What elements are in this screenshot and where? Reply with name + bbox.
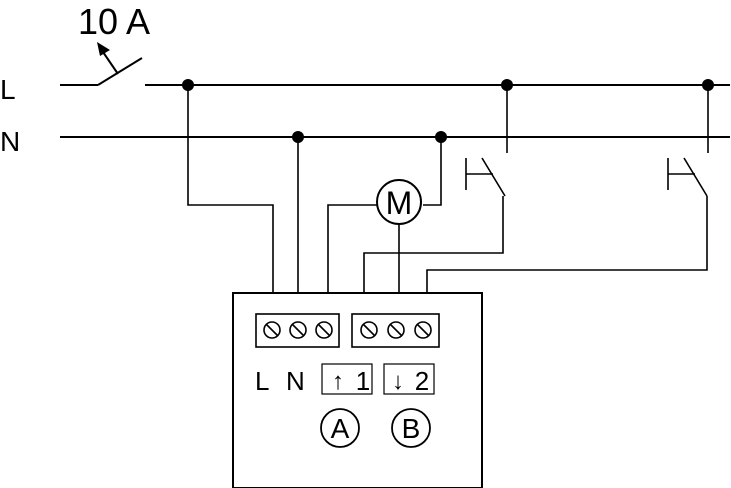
terminal-screw — [387, 321, 405, 339]
wire-motor-neutral — [423, 137, 442, 206]
terminal-screw — [289, 321, 307, 339]
live-line-label: L — [0, 74, 16, 105]
button-1-contact — [481, 157, 506, 197]
up-label-box — [321, 363, 373, 395]
terminal-screw — [315, 321, 333, 339]
button-1-actuator — [465, 158, 493, 190]
motor-symbol — [376, 179, 422, 225]
up-arrow-icon: ↑ — [332, 368, 344, 395]
terminal-label-l: L — [255, 366, 269, 396]
channel-b-circle — [391, 408, 431, 448]
channel-b-label: B — [402, 413, 421, 444]
wire-button-2 — [426, 196, 708, 293]
wire-motor-left — [327, 204, 377, 293]
breaker-rating: 10 A — [78, 1, 150, 42]
breaker-arrow-shaft — [102, 51, 119, 75]
wire-button-1 — [363, 196, 504, 293]
motor-label: M — [386, 185, 413, 221]
down-label-box — [383, 363, 435, 395]
channel-a-label: A — [331, 413, 350, 444]
terminal-screw — [414, 321, 432, 339]
channel-a-circle — [320, 408, 360, 448]
terminal-screw — [360, 321, 378, 339]
neutral-line-label: N — [0, 126, 20, 157]
breaker-blade — [97, 57, 143, 86]
button-2-actuator — [667, 158, 695, 190]
terminal-label-n: N — [286, 366, 305, 396]
down-terminal-number: 2 — [415, 366, 429, 396]
terminal-screw — [263, 321, 281, 339]
button-2-contact — [683, 157, 708, 197]
up-terminal-number: 1 — [356, 366, 370, 396]
down-arrow-icon: ↓ — [392, 368, 404, 395]
wire-l-to-terminal — [187, 85, 274, 293]
breaker-arrow-head — [97, 42, 110, 56]
